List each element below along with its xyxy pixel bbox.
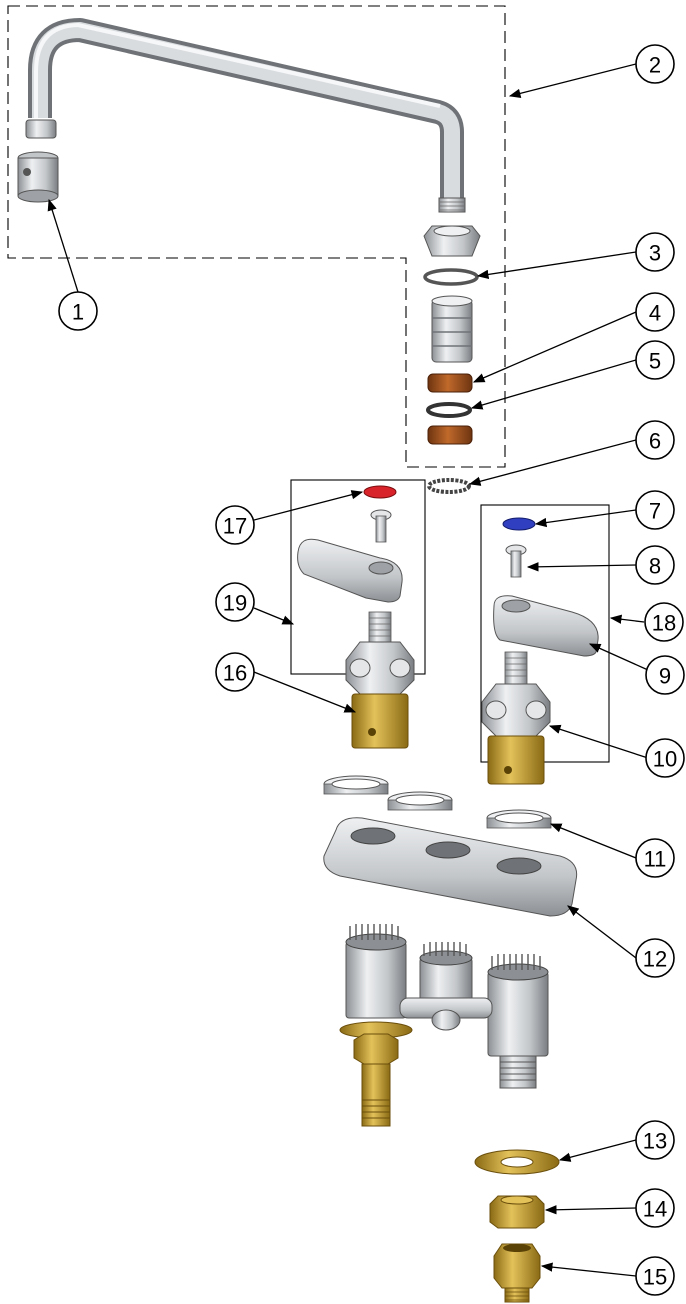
callout-label: 2 (649, 53, 661, 78)
callout-5: 5 (635, 340, 675, 380)
callout-label: 11 (644, 847, 667, 872)
lock-washer-6 (427, 478, 471, 494)
callout-1: 1 (58, 291, 98, 331)
callout-8: 8 (635, 545, 675, 585)
left-cartridge (345, 611, 415, 749)
callout-4: 4 (635, 292, 675, 332)
leader-lines (47, 63, 649, 1277)
callout-label: 3 (649, 241, 661, 266)
callout-2: 2 (635, 44, 675, 84)
flange-nuts (323, 775, 552, 829)
right-handle-group-box (480, 504, 610, 763)
seal-4 (427, 373, 473, 393)
callout-label: 5 (649, 349, 661, 374)
callout-17: 17 (215, 505, 255, 545)
callout-label: 19 (223, 591, 247, 616)
left-lever-handle (297, 538, 403, 603)
red-index-cap (363, 485, 397, 499)
callout-label: 9 (659, 664, 671, 689)
callout-label: 6 (649, 429, 661, 454)
spout-assembly-outline (7, 5, 506, 468)
nut-14 (489, 1195, 545, 1229)
callout-12: 12 (635, 938, 675, 978)
callout-6: 6 (635, 420, 675, 460)
blue-index-cap (502, 517, 536, 531)
swivel-body (431, 295, 473, 363)
callout-label: 4 (649, 301, 661, 326)
left-handle-screw (370, 509, 392, 543)
callout-label: 17 (223, 514, 247, 539)
callout-label: 12 (643, 947, 667, 972)
adapter-15 (493, 1243, 541, 1303)
callout-label: 10 (653, 747, 677, 772)
callout-10: 10 (645, 738, 685, 778)
right-handle-screw (505, 544, 527, 578)
callout-18: 18 (644, 602, 684, 642)
callout-label: 8 (649, 554, 661, 579)
callout-label: 15 (643, 1265, 667, 1290)
callout-label: 7 (649, 499, 661, 524)
callout-label: 14 (643, 1197, 667, 1222)
deck-base (323, 817, 578, 917)
callout-label: 1 (72, 300, 84, 325)
callout-label: 16 (223, 661, 247, 686)
callout-14: 14 (635, 1188, 675, 1228)
callout-9: 9 (645, 655, 685, 695)
ring-5 (426, 402, 472, 418)
right-cartridge (481, 651, 551, 785)
washer-3 (423, 268, 479, 286)
callout-3: 3 (635, 232, 675, 272)
spout-tube (25, 18, 466, 213)
callout-15: 15 (635, 1256, 675, 1296)
callout-11: 11 (635, 838, 675, 878)
seal-lower (427, 425, 473, 445)
callout-19: 19 (215, 582, 255, 622)
washer-13 (474, 1149, 560, 1175)
valve-body (339, 924, 549, 1127)
callout-16: 16 (215, 652, 255, 692)
callout-13: 13 (635, 1120, 675, 1160)
callout-7: 7 (635, 490, 675, 530)
coupling-nut (423, 225, 481, 257)
callout-label: 18 (652, 611, 676, 636)
callout-label: 13 (643, 1129, 667, 1154)
aerator-part (17, 151, 59, 203)
